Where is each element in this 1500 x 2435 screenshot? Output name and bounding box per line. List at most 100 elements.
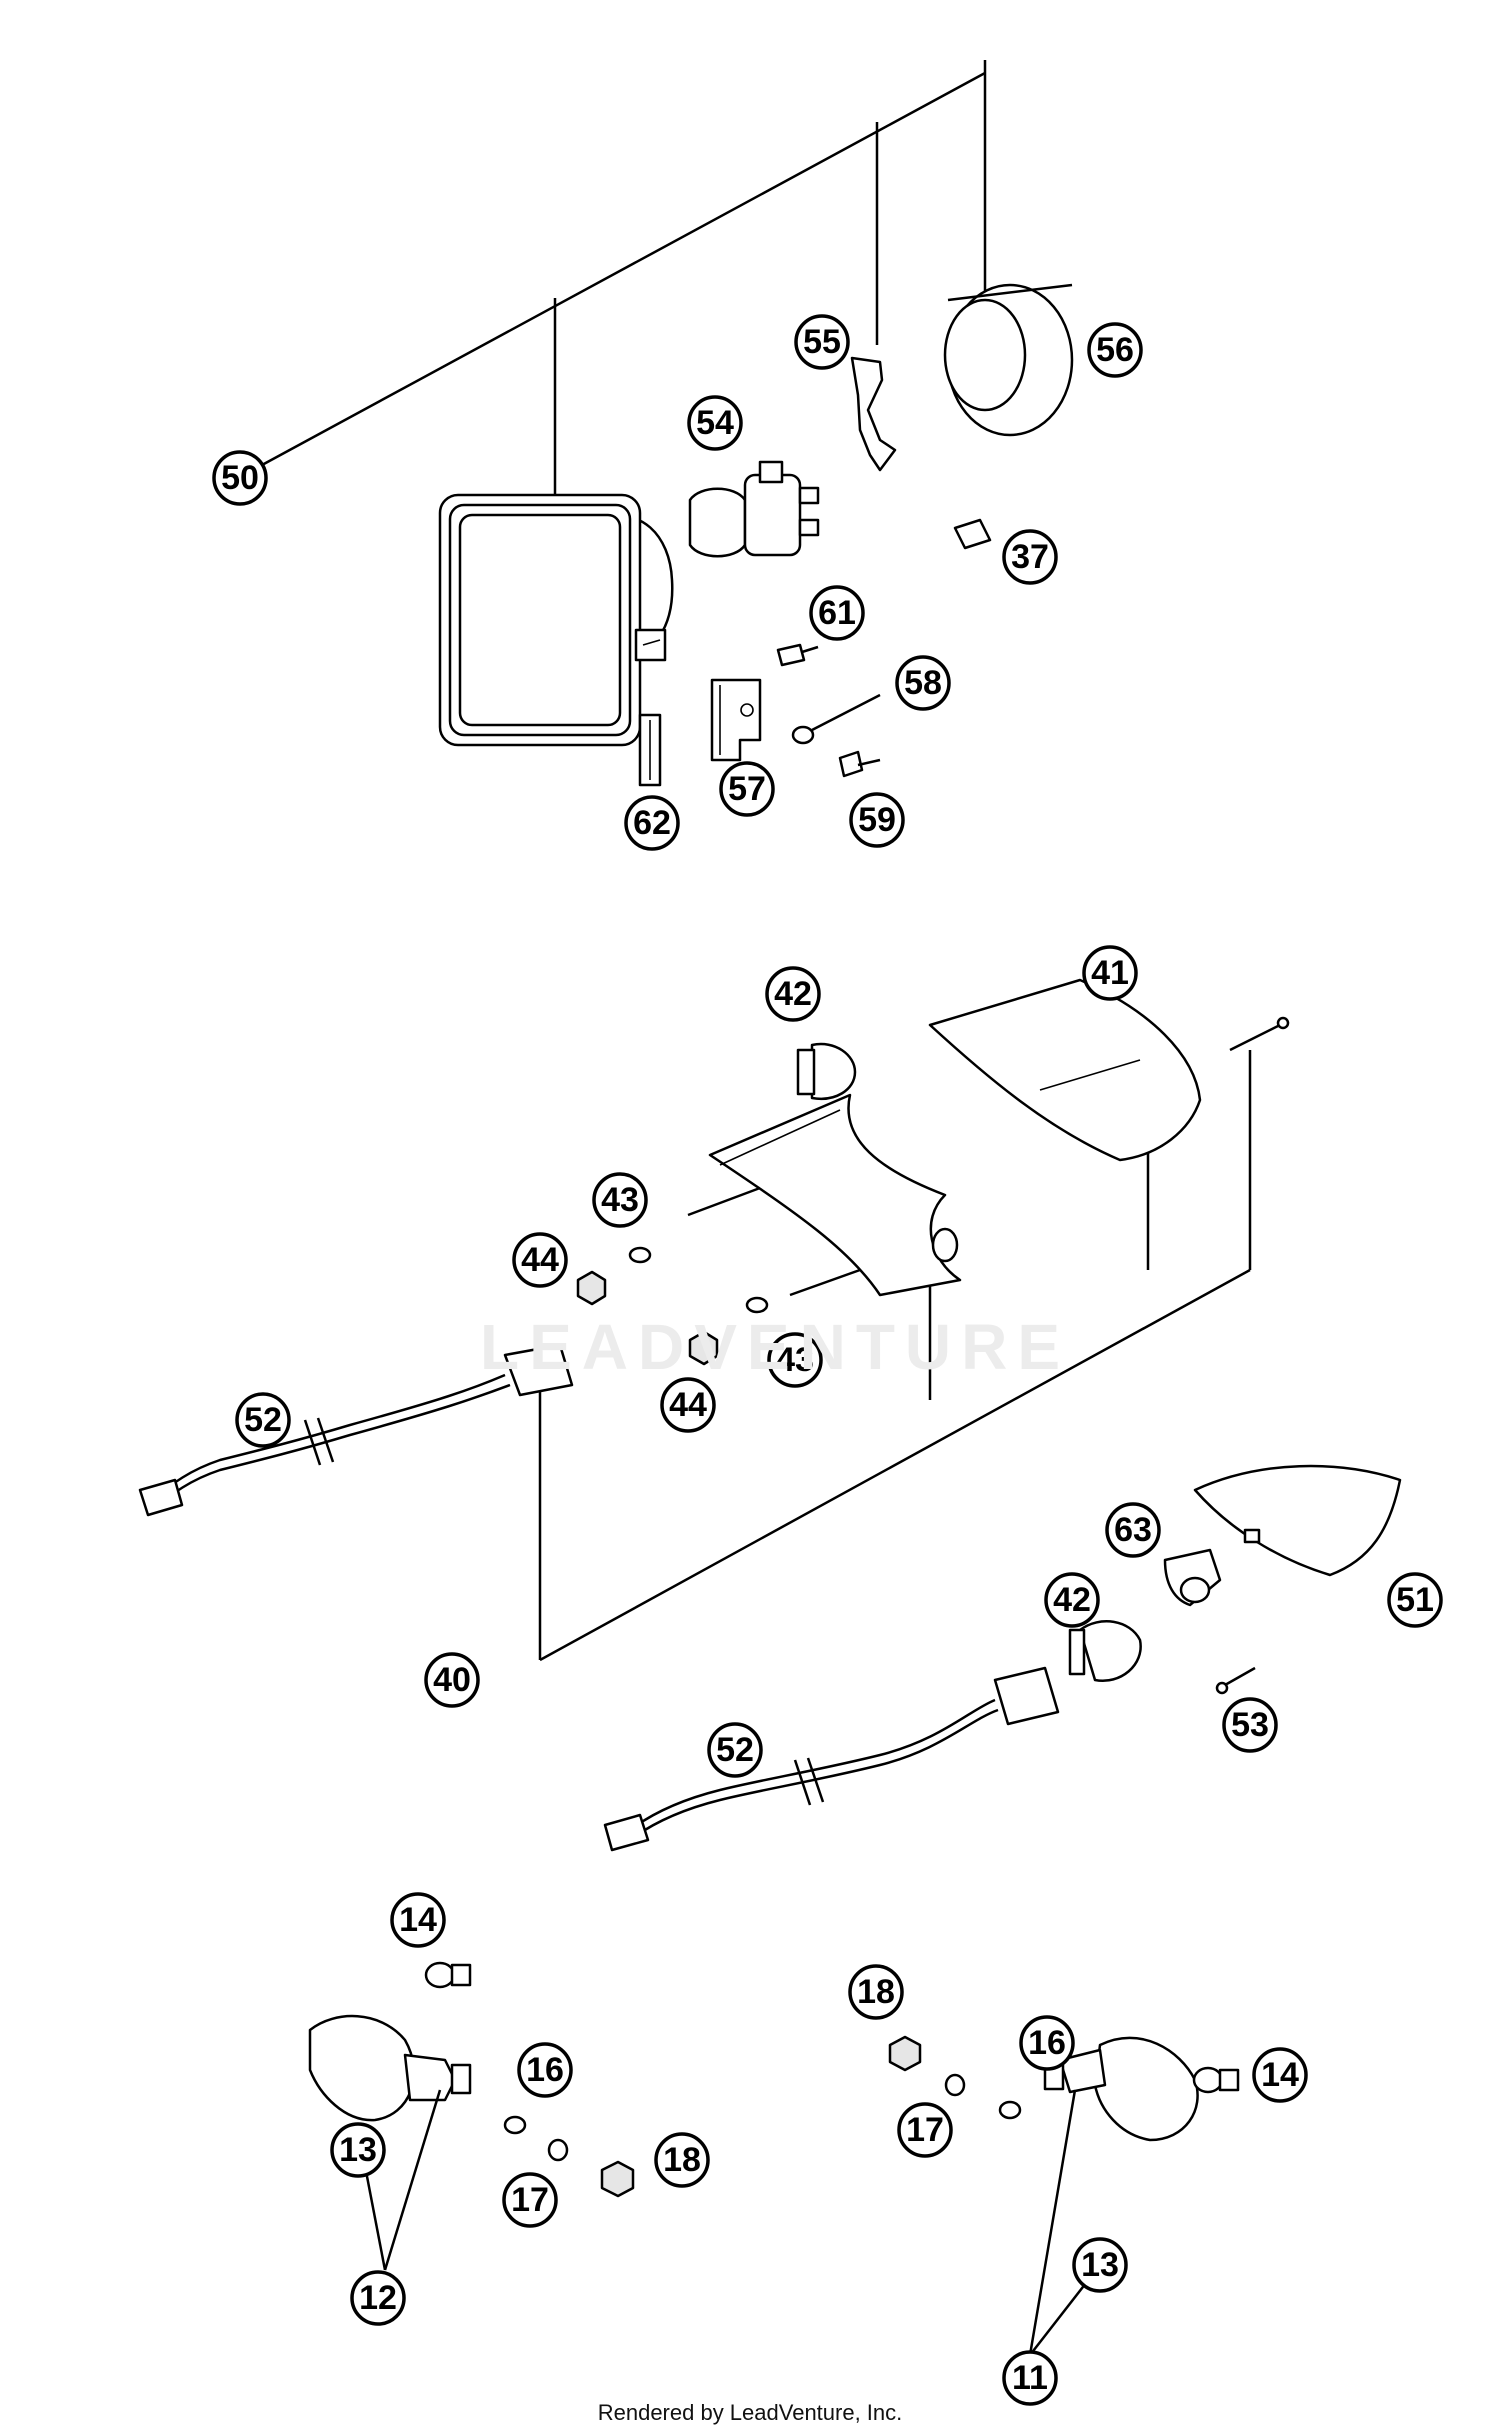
turn-signal-left (308, 2014, 472, 2122)
svg-text:44: 44 (521, 1241, 559, 1279)
callouts: 50 55 56 54 37 61 58 57 59 62 42 41 43 4… (212, 314, 1443, 2406)
svg-text:62: 62 (633, 804, 671, 842)
svg-text:17: 17 (511, 2181, 549, 2219)
svg-text:14: 14 (1261, 2056, 1299, 2094)
taillight-bulb-42a (796, 1042, 857, 1101)
headlight-bracket-62 (638, 713, 662, 787)
callout-63: 63 (1105, 1502, 1161, 1558)
callout-42a: 42 (765, 966, 821, 1022)
callout-44a: 44 (512, 1232, 568, 1288)
callout-16b: 16 (1019, 2015, 1075, 2071)
svg-text:57: 57 (728, 770, 766, 808)
svg-text:56: 56 (1096, 331, 1134, 369)
callout-54: 54 (687, 395, 743, 451)
callout-13b: 13 (1072, 2237, 1128, 2293)
callout-44b: 44 (660, 1377, 716, 1433)
callout-41: 41 (1082, 945, 1138, 1001)
taillight-housing (708, 1093, 962, 1297)
svg-text:52: 52 (716, 1731, 754, 1769)
callout-52b: 52 (707, 1722, 763, 1778)
svg-text:50: 50 (221, 459, 259, 497)
svg-text:59: 59 (858, 801, 896, 839)
svg-text:43: 43 (601, 1181, 639, 1219)
washer-58 (791, 693, 881, 745)
callout-18b: 18 (848, 1964, 904, 2020)
callout-14a: 14 (390, 1892, 446, 1948)
callout-14b: 14 (1252, 2047, 1308, 2103)
callout-52a: 52 (235, 1392, 291, 1448)
svg-text:42: 42 (1053, 1581, 1091, 1619)
turn-signal-leaders (358, 2089, 1101, 2356)
svg-text:42: 42 (774, 975, 812, 1013)
callout-13a: 13 (330, 2122, 386, 2178)
screw-61 (776, 643, 819, 667)
taillight-screw (1229, 1016, 1290, 1052)
license-lamp-bulb-42b (1068, 1620, 1142, 1683)
svg-text:37: 37 (1011, 538, 1049, 576)
callout-16a: 16 (517, 2042, 573, 2098)
svg-text:43: 43 (776, 1341, 814, 1379)
callout-18a: 18 (654, 2132, 710, 2188)
callout-55: 55 (794, 314, 850, 370)
callout-50: 50 (212, 450, 268, 506)
callout-53: 53 (1222, 1697, 1278, 1753)
svg-text:51: 51 (1396, 1581, 1434, 1619)
parking-bulb (953, 518, 992, 550)
svg-text:11: 11 (1012, 2359, 1048, 2397)
callout-43b: 43 (767, 1332, 823, 1388)
svg-text:13: 13 (339, 2131, 377, 2169)
callout-43a: 43 (592, 1172, 648, 1228)
svg-text:12: 12 (359, 2279, 397, 2317)
svg-text:41: 41 (1091, 954, 1129, 992)
wiring-harness-52b (603, 1666, 1060, 1852)
svg-text:44: 44 (669, 1386, 707, 1424)
svg-text:58: 58 (904, 664, 942, 702)
taillight-studs (576, 1186, 861, 1366)
callout-59: 59 (849, 792, 905, 848)
license-lamp-screw-53 (1215, 1666, 1256, 1695)
callout-62: 62 (624, 795, 680, 851)
svg-text:40: 40 (433, 1661, 471, 1699)
svg-text:55: 55 (803, 323, 841, 361)
screw-59 (838, 750, 881, 778)
svg-text:13: 13 (1081, 2246, 1119, 2284)
svg-text:61: 61 (818, 594, 856, 632)
svg-text:63: 63 (1114, 1511, 1152, 1549)
svg-text:54: 54 (696, 404, 734, 442)
svg-text:17: 17 (906, 2111, 944, 2149)
callout-37: 37 (1002, 529, 1058, 585)
wiring-harness-52a (138, 1343, 574, 1517)
headlight-ring (943, 283, 1074, 437)
turn-signal-bulb-14b (1192, 2066, 1240, 2094)
callout-40: 40 (424, 1652, 480, 1708)
callout-17b: 17 (897, 2102, 953, 2158)
left-hardware (503, 2115, 635, 2198)
callout-12: 12 (350, 2270, 406, 2326)
headlight-bulb (688, 460, 820, 558)
callout-51: 51 (1387, 1572, 1443, 1628)
svg-text:52: 52 (244, 1401, 282, 1439)
callout-42b: 42 (1044, 1572, 1100, 1628)
license-lamp-socket-63 (1163, 1548, 1222, 1607)
license-lamp-lens-51 (1193, 1464, 1402, 1577)
headlight-leader-lines (261, 60, 987, 495)
taillight-lens (928, 978, 1202, 1162)
footer-credit: Rendered by LeadVenture, Inc. (597, 2400, 903, 2425)
headlight-lens (438, 493, 674, 747)
callout-57: 57 (719, 761, 775, 817)
turn-signal-bulb-14a (424, 1961, 472, 1989)
turn-signal-right (1043, 2036, 1199, 2142)
callout-56: 56 (1087, 322, 1143, 378)
svg-text:53: 53 (1231, 1706, 1269, 1744)
svg-text:18: 18 (857, 1973, 895, 2011)
svg-text:16: 16 (526, 2051, 564, 2089)
svg-text:16: 16 (1028, 2024, 1066, 2062)
callout-58: 58 (895, 655, 951, 711)
callout-61: 61 (809, 585, 865, 641)
bulb-retaining-clip (850, 356, 897, 472)
callout-17a: 17 (502, 2172, 558, 2228)
watermark: LEADVENTURE (480, 1311, 1071, 1383)
svg-text:18: 18 (663, 2141, 701, 2179)
callout-11: 11 (1002, 2350, 1058, 2406)
